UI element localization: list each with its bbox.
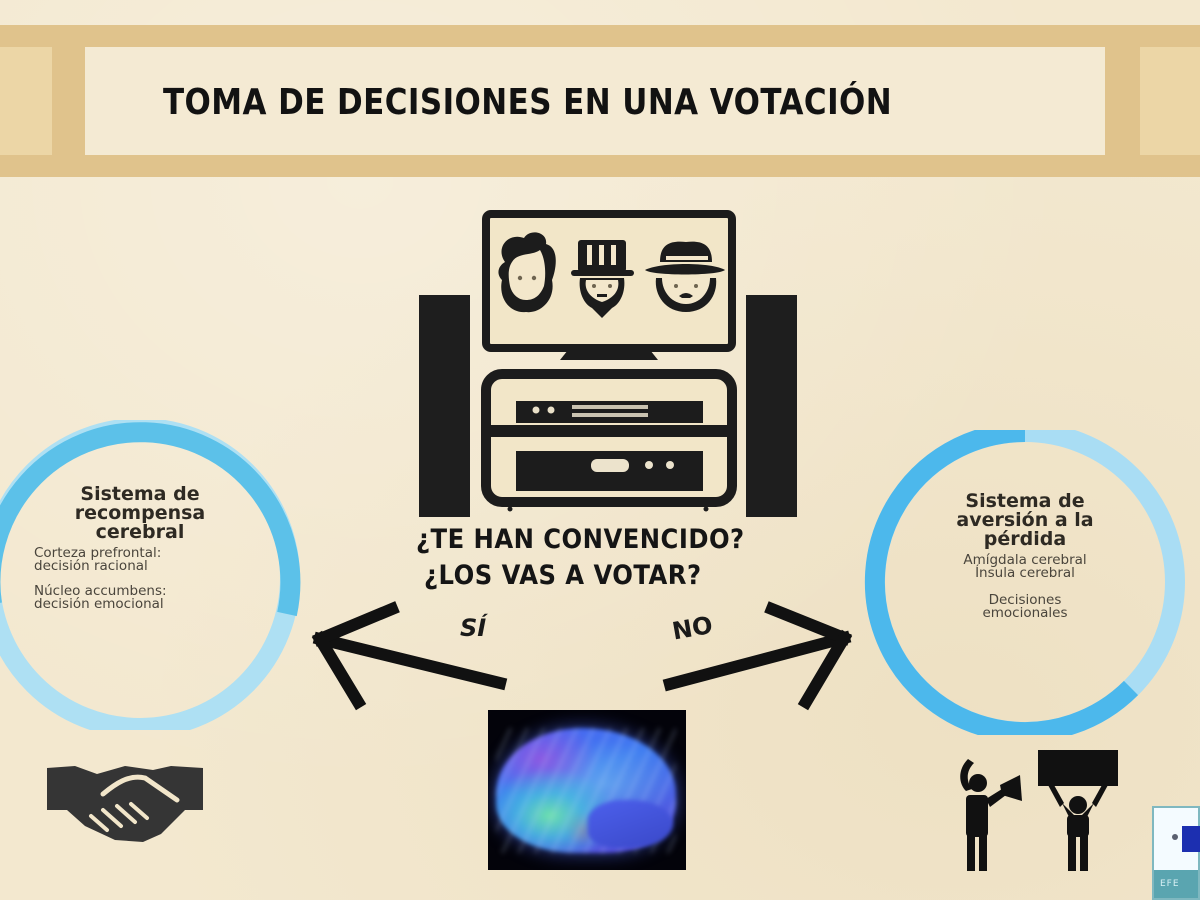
decision-arrows [311,601,853,711]
right-speaker-icon [746,295,797,517]
right-arrow-icon [662,601,853,711]
person-megaphone-icon [960,759,1022,871]
yes-label: SÍ [460,614,487,642]
reward-title-1: Sistema de [80,483,200,505]
top-hat-man-face-icon [571,240,634,318]
question-line-1: ¿TE HAN CONVENCIDO? [416,524,745,555]
page-title: TOMA DE DECISIONES EN UNA VOTACIÓN [163,82,893,123]
aversion-title-1: Sistema de [965,490,1085,512]
reward-item1-2: decisión racional [34,558,148,574]
brain-scan-image [488,710,686,870]
efe-logo-text: EFE [1154,870,1198,898]
aversion-item2-2: emocionales [982,605,1068,621]
protesters-icon [960,750,1118,871]
banner-center-panel [85,47,1105,155]
reward-system-ring [0,420,301,730]
bearded-man-face-icon [498,232,556,313]
aversion-item2-1: Decisiones [988,592,1062,608]
handshake-icon [47,766,203,842]
tv-with-politicians-icon [419,210,797,517]
aversion-title-3: pérdida [983,528,1067,550]
question-line-2: ¿LOS VAS A VOTAR? [424,560,702,591]
aversion-item1-2: Ínsula cerebral [975,565,1075,581]
reward-item2-2: decisión emocional [34,596,164,612]
reward-title-2: recompensa [74,502,206,524]
banner-left-panel [0,47,52,155]
loss-aversion-text: Sistema de aversión a la pérdida Amígdal… [905,492,1145,620]
fedora-man-face-icon [645,241,725,312]
reward-item1-1: Corteza prefrontal: [34,545,162,561]
brain-temporal-lobe [588,800,673,848]
loss-aversion-ring [864,430,1185,735]
reward-system-text: Sistema de recompensa cerebral Corteza p… [20,485,260,611]
aversion-title-2: aversión a la [956,509,1094,531]
left-arrow-icon [311,601,508,711]
banner-right-panel [1140,47,1200,155]
aversion-item1-1: Amígdala cerebral [963,552,1087,568]
reward-title-3: cerebral [95,521,185,543]
left-speaker-icon [419,295,470,517]
person-sign-icon [1038,750,1118,871]
reward-item2-1: Núcleo accumbens: [34,583,167,599]
efe-logo-icon: EFE [1152,806,1200,900]
